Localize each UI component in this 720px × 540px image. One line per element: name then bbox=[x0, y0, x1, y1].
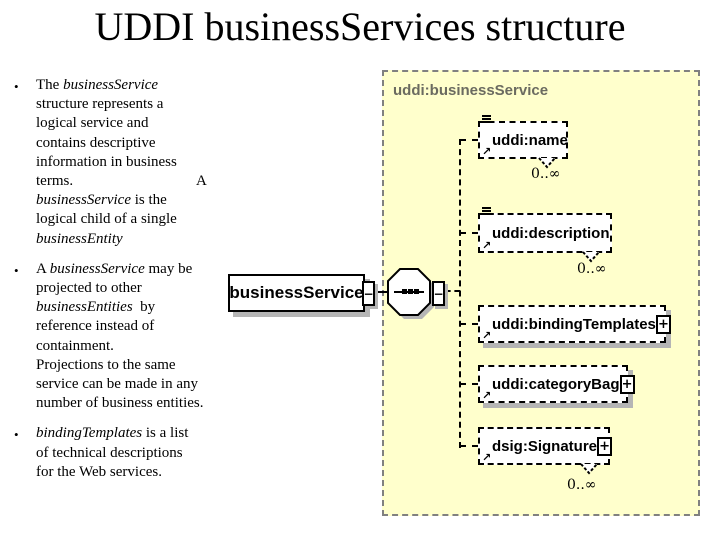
stacked-lines-icon bbox=[482, 115, 491, 117]
connector-line bbox=[460, 232, 478, 234]
element-box-bindingtemplates: ↗ uddi:bindingTemplates + bbox=[478, 305, 671, 343]
stacked-lines-icon bbox=[482, 207, 491, 209]
element-box-description: ↗ uddi:description bbox=[478, 207, 616, 263]
connector-line bbox=[374, 291, 389, 293]
bullet-item: • A businessService may be projected to … bbox=[14, 260, 226, 414]
bullet-item: • The businessService structure represen… bbox=[14, 76, 226, 249]
bullet-text: bindingTemplates is a list of technical … bbox=[36, 425, 189, 480]
reference-arrow-icon: ↗ bbox=[482, 239, 492, 252]
connector-line bbox=[460, 445, 478, 447]
bullet-item: • bindingTemplates is a list of technica… bbox=[14, 424, 226, 482]
occurrence-label: 0..∞ bbox=[577, 261, 607, 277]
connector-line bbox=[460, 139, 478, 141]
element-box-signature: ↗ dsig:Signature + bbox=[478, 427, 614, 475]
page-title: UDDI businessServices structure bbox=[94, 4, 626, 49]
bullet-marker: • bbox=[14, 427, 19, 443]
element-box-categorybag: ↗ uddi:categoryBag + bbox=[478, 365, 635, 403]
element-label: uddi:bindingTemplates bbox=[492, 315, 656, 333]
collapse-handle-icon[interactable]: − bbox=[432, 281, 445, 306]
bullet-text: A businessService may be projected to ot… bbox=[36, 260, 204, 412]
collapse-handle-icon[interactable]: − bbox=[362, 281, 375, 306]
bullet-marker: • bbox=[14, 262, 19, 278]
repeat-notch-icon bbox=[538, 157, 556, 169]
connector-line bbox=[460, 323, 478, 325]
occurrence-label: 0..∞ bbox=[531, 166, 561, 182]
bullet-text: The businessService structure represents… bbox=[36, 77, 207, 247]
element-box-name: ↗ uddi:name bbox=[478, 115, 572, 169]
connector-line bbox=[445, 290, 460, 292]
occurrence-label: 0..∞ bbox=[567, 477, 597, 493]
expand-handle-icon[interactable]: + bbox=[655, 314, 671, 334]
reference-arrow-icon: ↗ bbox=[482, 389, 492, 402]
element-label: uddi:categoryBag bbox=[492, 375, 620, 393]
repeat-notch-icon bbox=[582, 251, 600, 263]
branch-line bbox=[459, 139, 461, 448]
reference-arrow-icon: ↗ bbox=[482, 145, 492, 158]
expand-handle-icon[interactable]: + bbox=[619, 374, 635, 394]
reference-arrow-icon: ↗ bbox=[482, 329, 492, 342]
panel-title: uddi:businessService bbox=[393, 82, 549, 99]
sequence-compositor-icon bbox=[387, 268, 434, 319]
element-label: uddi:name bbox=[492, 131, 568, 149]
repeat-notch-icon bbox=[580, 463, 598, 475]
connector-line bbox=[460, 383, 478, 385]
bullet-list: • The businessService structure represen… bbox=[14, 76, 226, 493]
bullet-marker: • bbox=[14, 79, 19, 94]
reference-arrow-icon: ↗ bbox=[482, 451, 492, 464]
element-label: dsig:Signature bbox=[492, 437, 598, 455]
root-element-box: businessService bbox=[228, 274, 365, 312]
element-label: uddi:description bbox=[492, 224, 610, 242]
expand-handle-icon[interactable]: + bbox=[597, 436, 613, 456]
